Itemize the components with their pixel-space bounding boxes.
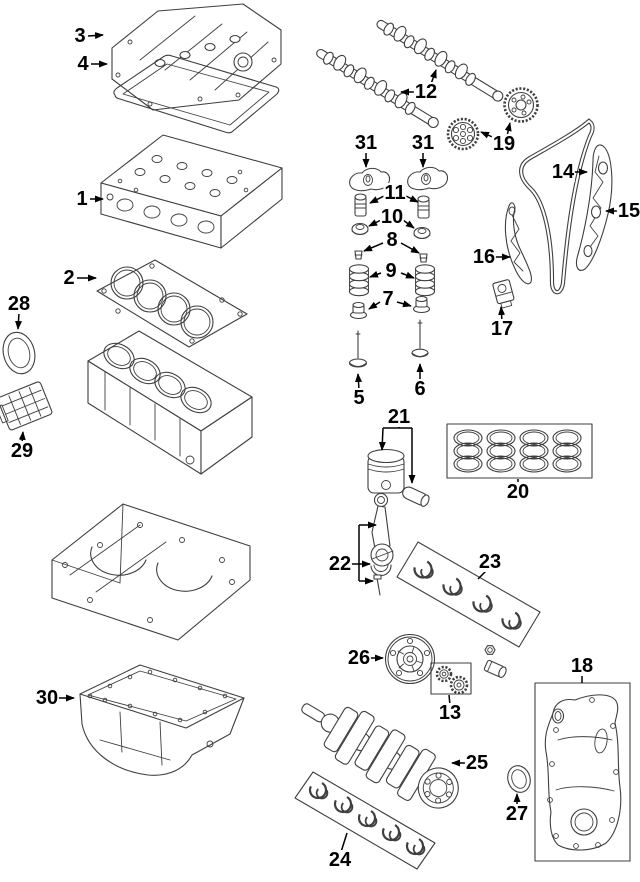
leader-line-12 <box>430 69 437 85</box>
callout-17: 17 <box>489 318 515 340</box>
leader-line-11 <box>369 195 385 204</box>
leader-line-19 <box>504 122 512 137</box>
cam-sprockets-drawing <box>446 87 539 151</box>
bedplate-drawing <box>51 503 251 641</box>
callout-25: 25 <box>464 752 490 774</box>
callout-4: 4 <box>76 53 90 75</box>
leader-line-7 <box>368 301 381 310</box>
callout-11: 11 <box>383 182 407 204</box>
callout-5: 5 <box>352 387 366 409</box>
callout-6: 6 <box>413 378 427 400</box>
callout-9: 9 <box>384 260 398 282</box>
callout-12: 12 <box>413 81 439 103</box>
callout-10: 10 <box>379 206 405 228</box>
leader-line-28 <box>15 312 22 330</box>
callout-14: 14 <box>550 161 576 183</box>
callout-18: 18 <box>569 655 595 677</box>
callout-31: 31 <box>410 132 436 154</box>
callout-13: 13 <box>437 702 463 724</box>
callout-20: 20 <box>505 481 531 503</box>
nut-and-dowel-drawing <box>483 645 507 678</box>
rocker-arms-drawing <box>349 166 449 192</box>
front-seal-drawing <box>507 765 531 793</box>
oil-baffle-drawing <box>0 381 53 431</box>
leader-line-7 <box>396 300 412 308</box>
valves-drawing <box>348 319 429 368</box>
callout-30: 30 <box>34 687 60 709</box>
engine-block-drawing <box>87 330 253 475</box>
crankshaft-pulley-drawing <box>384 633 436 685</box>
leader-line-9 <box>400 271 415 279</box>
rear-main-seal-drawing <box>2 331 36 375</box>
crankshaft-drawing <box>301 703 459 809</box>
callout-21: 21 <box>386 406 412 428</box>
callout-2: 2 <box>62 267 76 289</box>
callout-22: 22 <box>327 553 353 575</box>
callout-19: 19 <box>491 133 517 155</box>
callout-28: 28 <box>6 293 32 315</box>
spring-retainers-drawing <box>351 222 431 240</box>
valve-cover-gasket-drawing <box>113 54 280 134</box>
valve-keepers-drawing <box>354 250 428 263</box>
callout-7: 7 <box>381 288 395 310</box>
valve-stem-seals-drawing <box>349 295 431 320</box>
leader-line-5 <box>355 373 362 391</box>
callout-26: 26 <box>346 647 372 669</box>
leader-line-24 <box>340 832 348 853</box>
lash-adjusters-drawing <box>354 193 430 219</box>
callout-27: 27 <box>504 803 530 825</box>
chain-tensioner-drawing <box>492 279 515 309</box>
callout-8: 8 <box>385 229 399 251</box>
main-bearing-set-drawing <box>294 771 436 870</box>
callout-23: 23 <box>477 551 503 573</box>
callout-3: 3 <box>73 25 87 47</box>
callout-15: 15 <box>616 200 640 222</box>
callout-24: 24 <box>327 849 353 871</box>
leader-line-17 <box>498 306 506 322</box>
leader-line-21 <box>378 427 386 451</box>
chain-guide-drawing <box>575 144 613 271</box>
piston-ring-set-drawing <box>446 423 593 479</box>
leader-line-10 <box>368 219 382 227</box>
leader-line-8 <box>400 242 420 254</box>
rod-bearing-set-drawing <box>396 541 541 648</box>
valve-springs-drawing <box>348 264 436 297</box>
gear-kit-drawing <box>430 662 472 695</box>
head-gasket-drawing <box>96 259 248 348</box>
leader-line-9 <box>369 270 382 278</box>
callout-16: 16 <box>471 246 497 268</box>
camshafts-drawing <box>316 19 504 129</box>
leader-line-8 <box>363 242 384 252</box>
cylinder-head-drawing <box>100 134 283 249</box>
leader-line-11 <box>405 195 419 203</box>
oil-pan-drawing <box>79 664 245 776</box>
callout-31: 31 <box>353 132 379 154</box>
piston-drawing <box>367 448 430 507</box>
timing-chain-drawing <box>519 118 595 295</box>
callout-29: 29 <box>9 440 35 462</box>
leader-line-10 <box>402 219 415 229</box>
callout-1: 1 <box>75 188 89 210</box>
leader-line-3 <box>87 32 104 40</box>
